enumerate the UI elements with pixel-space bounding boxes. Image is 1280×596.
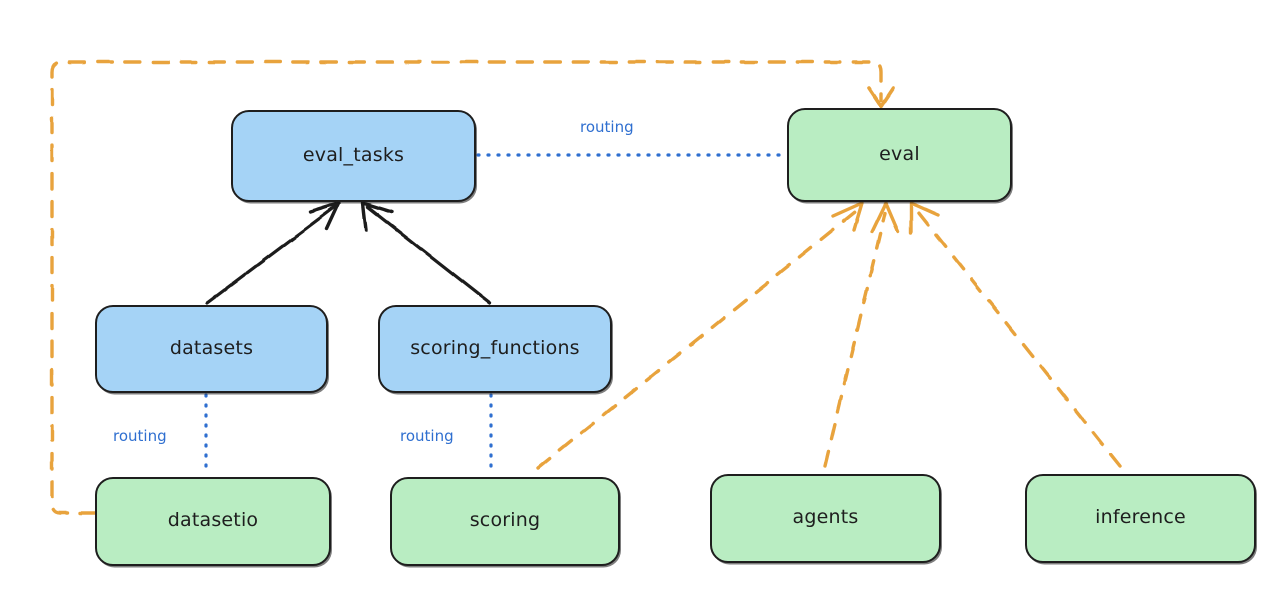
- node-eval[interactable]: eval: [787, 108, 1012, 202]
- edge-scoring_functions-to-eval_tasks: [361, 201, 492, 305]
- node-label: inference: [1095, 506, 1186, 528]
- node-scoring-functions[interactable]: scoring_functions: [378, 305, 612, 393]
- node-label: agents: [792, 506, 859, 528]
- node-label: scoring: [469, 509, 541, 531]
- node-scoring[interactable]: scoring: [390, 477, 620, 566]
- node-eval-tasks[interactable]: eval_tasks: [231, 110, 476, 202]
- node-label: eval_tasks: [302, 143, 405, 166]
- node-label: scoring_functions: [410, 336, 580, 359]
- edge-agents-to-eval: [823, 201, 900, 468]
- edge-label-routing-datasets: routing: [113, 427, 167, 445]
- node-label: eval: [879, 142, 920, 165]
- edge-inference-to-eval: [909, 201, 1122, 468]
- node-label: datasetio: [167, 509, 259, 531]
- node-inference[interactable]: inference: [1025, 474, 1256, 563]
- edge-label-routing-scoring-functions: routing: [400, 427, 454, 445]
- node-datasets[interactable]: datasets: [95, 305, 328, 393]
- node-agents[interactable]: agents: [710, 474, 941, 563]
- node-label: datasets: [169, 336, 254, 359]
- node-datasetio[interactable]: datasetio: [95, 477, 331, 566]
- edge-label-routing-eval-tasks: routing: [580, 118, 634, 136]
- edge-datasets-to-eval_tasks: [205, 201, 341, 305]
